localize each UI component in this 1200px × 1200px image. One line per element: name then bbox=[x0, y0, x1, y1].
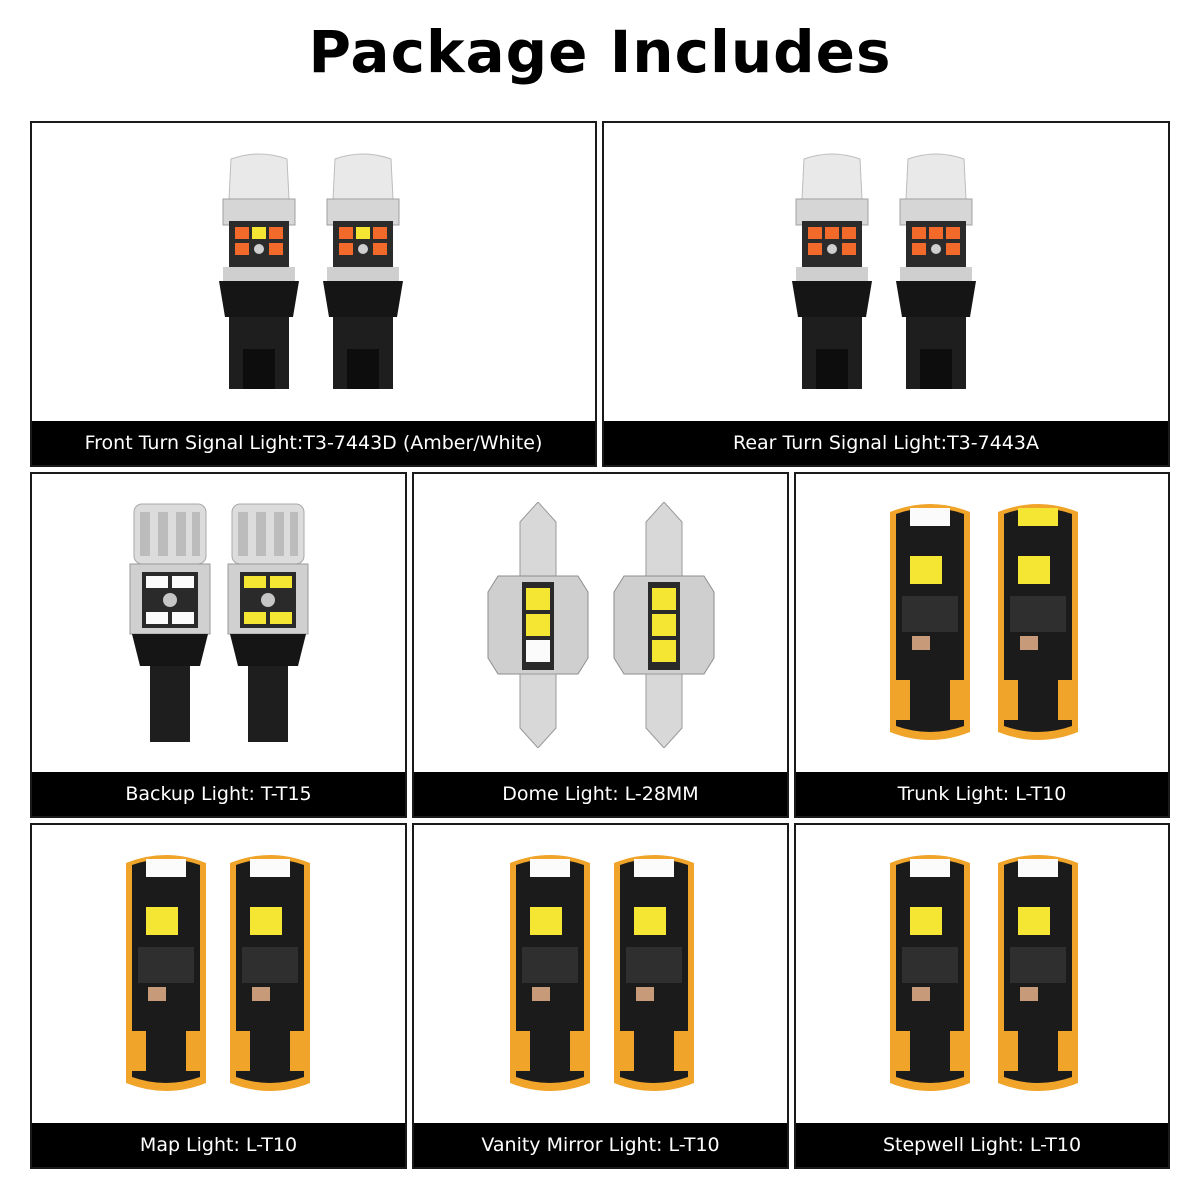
t15-bulb-icon bbox=[129, 503, 211, 742]
t10-pcb-bulb-icon bbox=[890, 504, 970, 740]
t20-7443-bulb-icon bbox=[219, 153, 299, 389]
page-title: Package Includes bbox=[308, 18, 892, 86]
item-card-backup-light: Backup Light: T-T15 bbox=[30, 472, 407, 818]
item-card-dome-light: Dome Light: L-28MM bbox=[412, 472, 789, 818]
t20-7443-bulb-icon bbox=[896, 153, 976, 389]
item-caption-map-light: Map Light: L-T10 bbox=[32, 1123, 405, 1167]
t10-pcb-bulb-icon bbox=[998, 504, 1078, 740]
t20-7443-bulb-icon bbox=[323, 153, 403, 389]
product-image-rear-turn-signal bbox=[604, 123, 1168, 421]
product-image-map-light bbox=[32, 825, 405, 1123]
t20-7443-bulb-icon bbox=[792, 153, 872, 389]
item-caption-backup-light: Backup Light: T-T15 bbox=[32, 772, 405, 816]
t10-pcb-bulb-icon bbox=[614, 855, 694, 1091]
item-caption-rear-turn-signal: Rear Turn Signal Light:T3-7443A bbox=[604, 421, 1168, 465]
item-card-stepwell-light: Stepwell Light: L-T10 bbox=[794, 823, 1170, 1169]
t10-pcb-bulb-icon bbox=[126, 855, 206, 1091]
t15-bulb-icon bbox=[227, 503, 309, 742]
product-image-dome-light bbox=[414, 474, 787, 772]
t10-pcb-bulb-icon bbox=[230, 855, 310, 1091]
item-caption-dome-light: Dome Light: L-28MM bbox=[414, 772, 787, 816]
product-image-trunk-light bbox=[796, 474, 1168, 772]
item-caption-front-turn-signal: Front Turn Signal Light:T3-7443D (Amber/… bbox=[32, 421, 595, 465]
item-caption-vanity-mirror-light: Vanity Mirror Light: L-T10 bbox=[414, 1123, 787, 1167]
t10-pcb-bulb-icon bbox=[998, 855, 1078, 1091]
item-card-trunk-light: Trunk Light: L-T10 bbox=[794, 472, 1170, 818]
t10-pcb-bulb-icon bbox=[510, 855, 590, 1091]
product-image-vanity-mirror-light bbox=[414, 825, 787, 1123]
item-card-map-light: Map Light: L-T10 bbox=[30, 823, 407, 1169]
item-caption-stepwell-light: Stepwell Light: L-T10 bbox=[796, 1123, 1168, 1167]
item-card-front-turn-signal: Front Turn Signal Light:T3-7443D (Amber/… bbox=[30, 121, 597, 467]
product-image-backup-light bbox=[32, 474, 405, 772]
product-image-stepwell-light bbox=[796, 825, 1168, 1123]
item-caption-trunk-light: Trunk Light: L-T10 bbox=[796, 772, 1168, 816]
item-card-vanity-mirror-light: Vanity Mirror Light: L-T10 bbox=[412, 823, 789, 1169]
festoon-bulb-icon bbox=[487, 502, 589, 748]
product-image-front-turn-signal bbox=[32, 123, 595, 421]
item-card-rear-turn-signal: Rear Turn Signal Light:T3-7443A bbox=[602, 121, 1170, 467]
festoon-bulb-icon bbox=[613, 502, 715, 748]
t10-pcb-bulb-icon bbox=[890, 855, 970, 1091]
